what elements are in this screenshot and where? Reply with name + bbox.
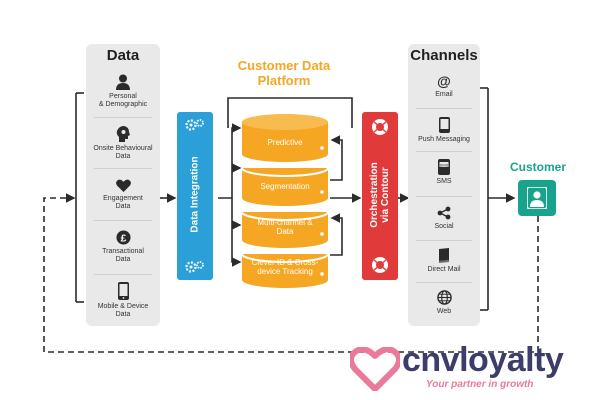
channel-sms: SMS SMS [408,159,480,186]
data-item-onsite-label: Onsite Behavioural Data [93,145,153,160]
data-item-onsite: Onsite Behavioural Data [86,126,160,161]
contour-icon [372,119,388,135]
cdp-database-stack: Predictive Segmentation Multi-channel & … [240,112,330,290]
channels-title: Channels [410,47,478,64]
data-item-mobile: Mobile & Device Data [86,282,160,319]
feedback-loop-dashed [43,193,539,353]
top-loop-arrow [227,97,353,128]
channel-push: Push Messaging [408,117,480,144]
heart-icon [115,179,131,192]
data-item-personal: Personal & Demographic [86,74,160,109]
cdp-layer-multichannel: Multi-channel & Data [257,218,313,236]
data-item-transactional-label: Transactional Data [102,248,144,263]
channel-direct-mail: Direct Mail [408,248,480,274]
customer-title: Customer [509,160,566,174]
data-integration-label: Data Integration [189,156,201,233]
channel-social-label: Social [434,223,454,230]
divider [94,274,152,275]
channel-social: Social [408,206,480,231]
data-item-engagement-label: Engagement Data [103,195,143,210]
user-icon [527,187,547,209]
channel-web-label: Web [436,308,452,315]
orchestration-bar: Orchestration via Contour [362,112,398,280]
cdp-layer-clever-id: Clever ID & Cross- device Tracking [251,258,319,276]
svg-text:SMS: SMS [440,162,449,167]
divider [94,168,152,169]
divider [416,240,472,241]
data-title: Data [106,47,140,64]
channels-panel: Channels @ Email Push Messaging SMS SMS … [408,44,480,326]
data-integration-bar: Data Integration [177,112,213,280]
cdp-side-arrows [330,135,343,256]
channel-email-label: Email [435,91,453,98]
brand-tagline: Your partner in growth [426,379,534,390]
divider [94,220,152,221]
divider [416,282,472,283]
divider [94,117,152,118]
gears-icon [185,119,204,131]
gears-icon [185,261,204,273]
contour-icon [372,257,388,273]
data-item-transactional: £ Transactional Data [86,230,160,264]
divider [416,151,472,152]
data-panel: Data Personal & Demographic Onsite Behav… [86,44,160,326]
heart-logo-icon [350,347,400,391]
cdp-layer-segmentation: Segmentation [260,182,310,191]
integration-to-layers-arrows [218,123,242,267]
channels-bracket [480,87,489,311]
cdp-title: Customer Data Platform [237,58,331,88]
phone-icon [438,117,450,133]
data-item-personal-label: Personal & Demographic [98,93,148,108]
sms-icon: SMS [438,159,450,175]
share-icon [437,206,451,220]
svg-text:@: @ [437,74,451,88]
svg-text:£: £ [120,233,126,244]
mobile-icon [117,282,129,300]
channel-direct-mail-label: Direct Mail [427,266,461,273]
divider [416,196,472,197]
divider [416,108,472,109]
channel-sms-label: SMS [436,178,452,185]
person-icon [116,74,130,90]
cdp-layer-predictive: Predictive [267,138,303,147]
orchestration-label: Orchestration via Contour [369,162,391,228]
globe-icon [436,290,452,305]
at-icon: @ [437,74,451,88]
customer-box [518,180,556,216]
book-icon [439,248,449,263]
data-item-mobile-label: Mobile & Device Data [97,303,149,318]
head-icon [116,126,130,142]
cdp-cylinder-shapes [241,114,329,288]
data-item-engagement: Engagement Data [86,179,160,211]
brand-name: cnvloyalty [402,341,564,379]
channel-push-label: Push Messaging [418,136,470,143]
channel-web: Web [408,290,480,316]
data-bracket [75,92,84,303]
pound-coin-icon: £ [115,230,131,245]
channel-email: @ Email [408,74,480,99]
